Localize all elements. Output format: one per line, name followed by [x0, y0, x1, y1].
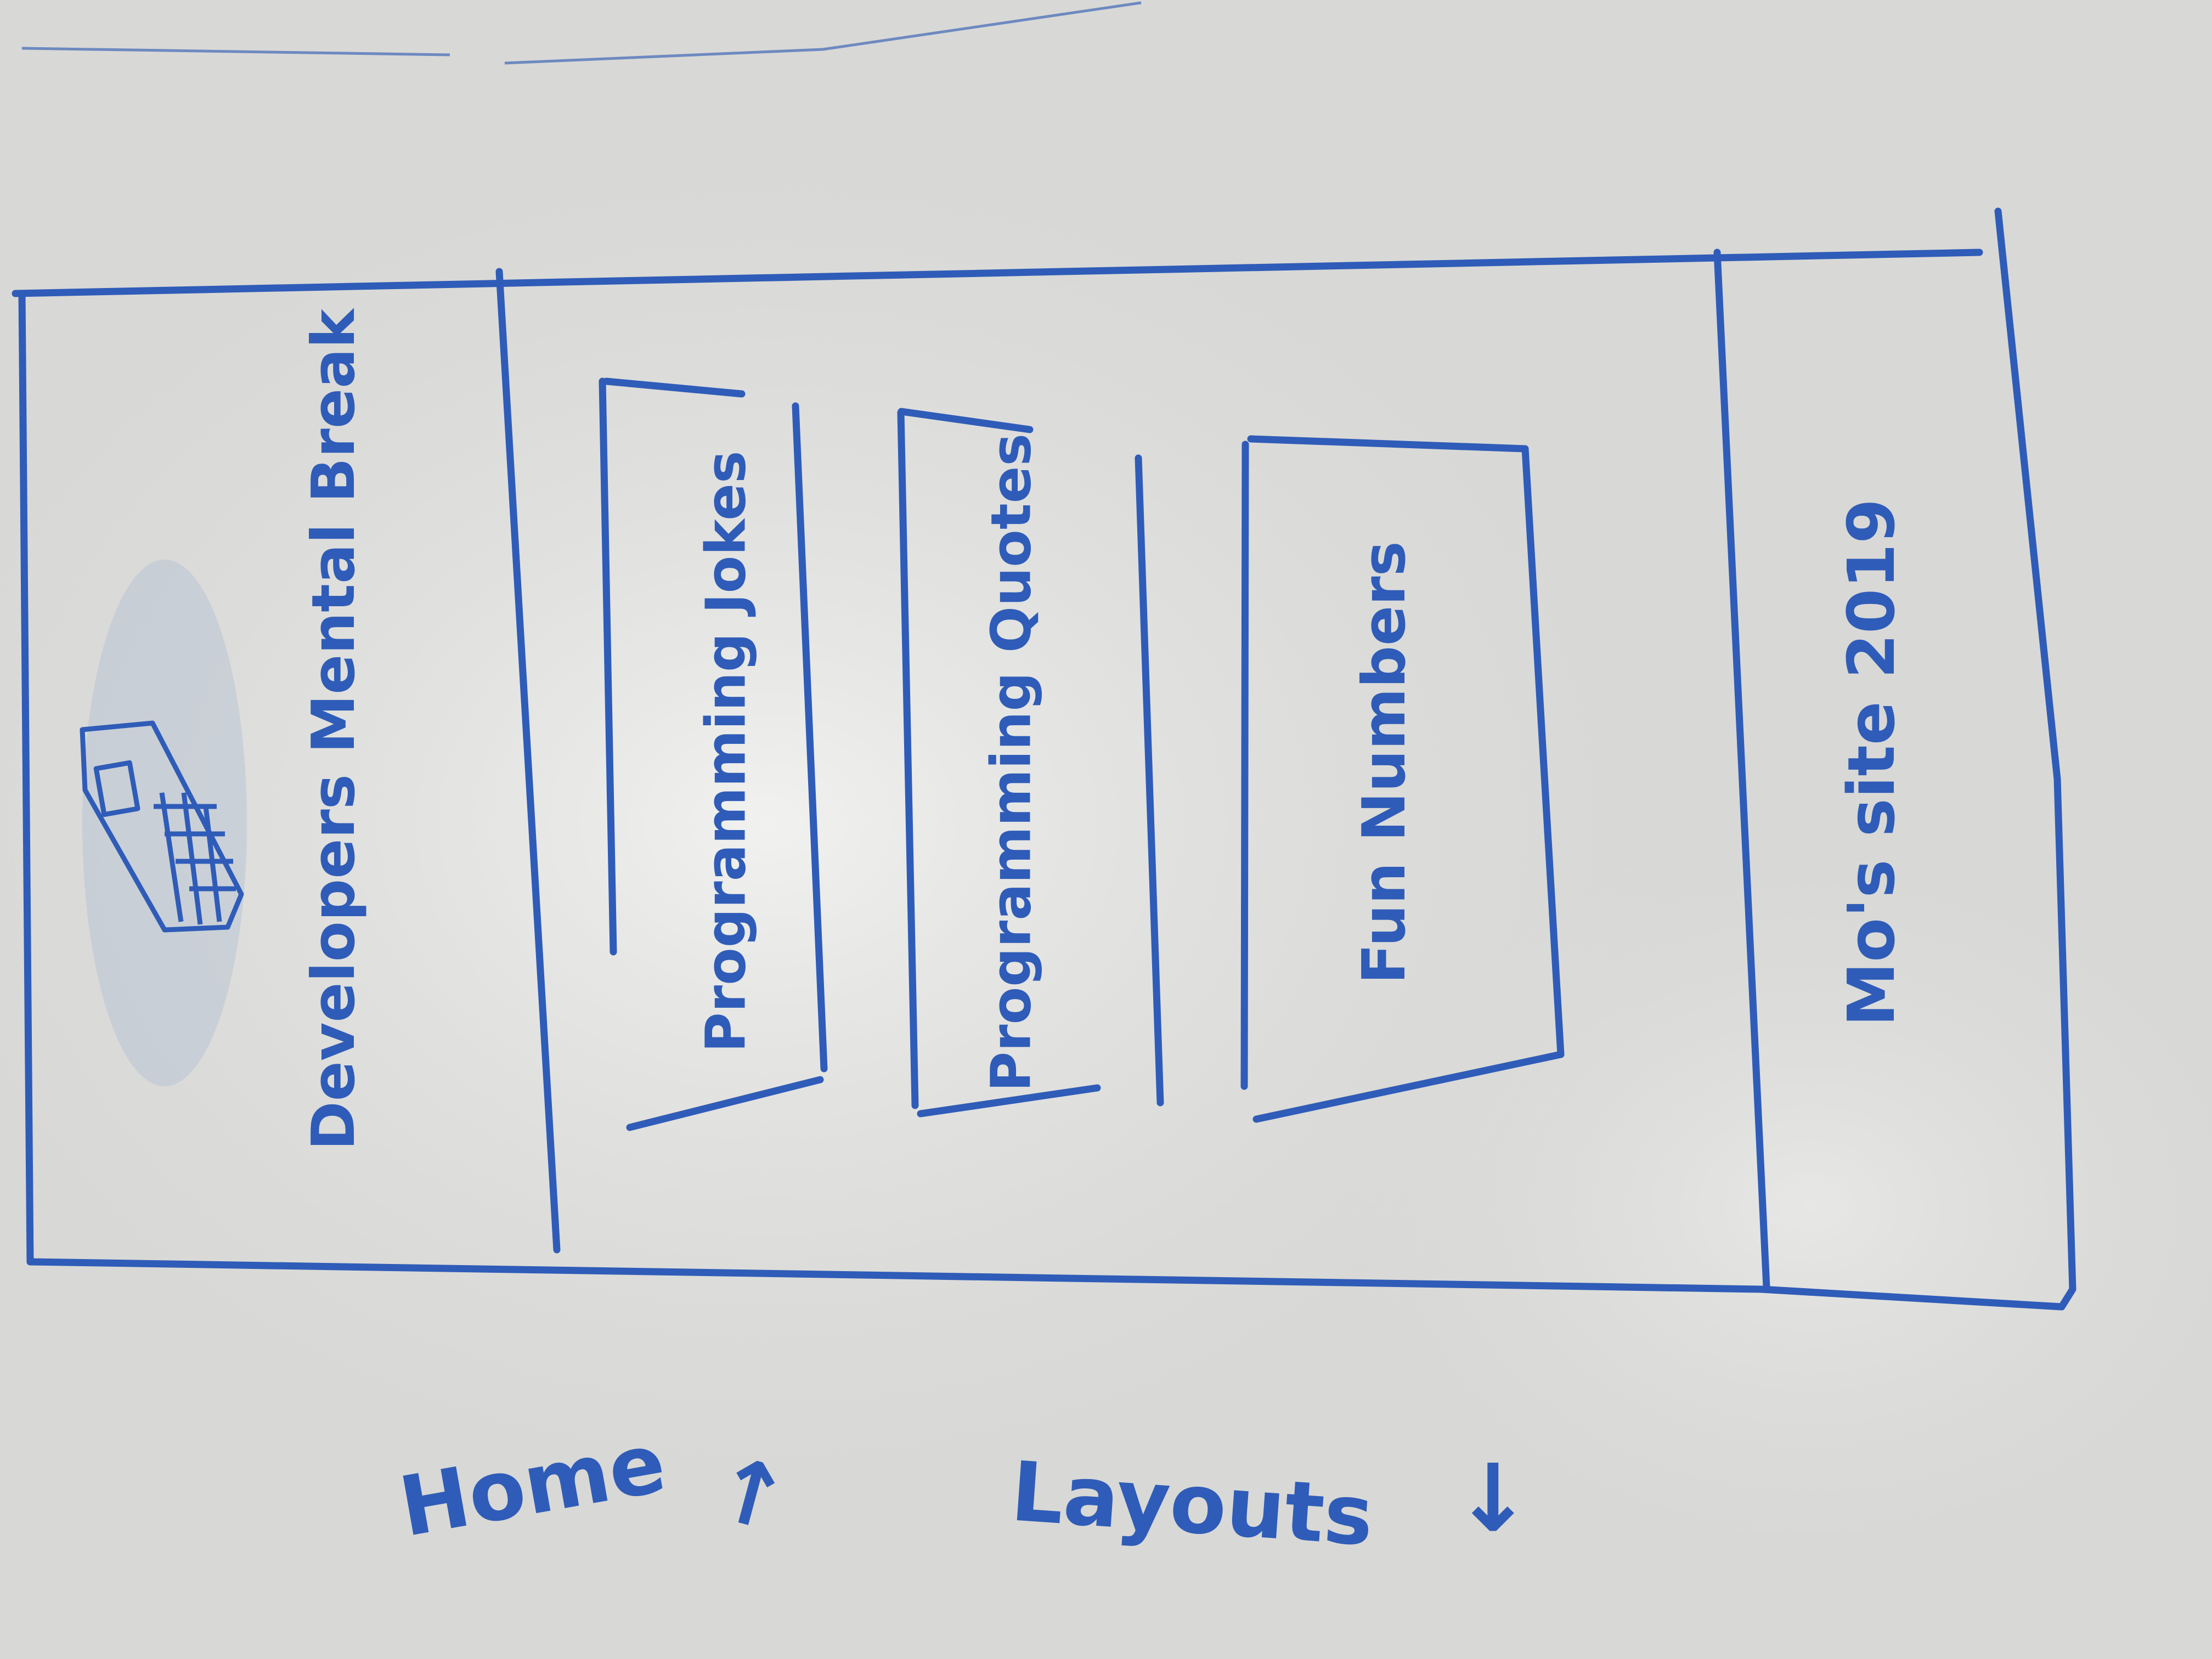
footer-text: Mo's site 2019 — [1833, 499, 1909, 1027]
card-programming-jokes-label[interactable]: Programming Jokes — [693, 450, 758, 1052]
top-edge-strokes — [21, 1, 1142, 65]
header-title: Developers Mental Break — [300, 308, 368, 1150]
calculator-icon — [80, 720, 244, 933]
down-arrow-icon: ↓ — [1454, 1444, 1532, 1553]
wireframe-outline — [12, 207, 2076, 1311]
card-fun-numbers-label[interactable]: Fun Numbers — [1350, 541, 1419, 984]
card-programming-quotes-label[interactable]: Programming Quotes — [979, 433, 1043, 1092]
